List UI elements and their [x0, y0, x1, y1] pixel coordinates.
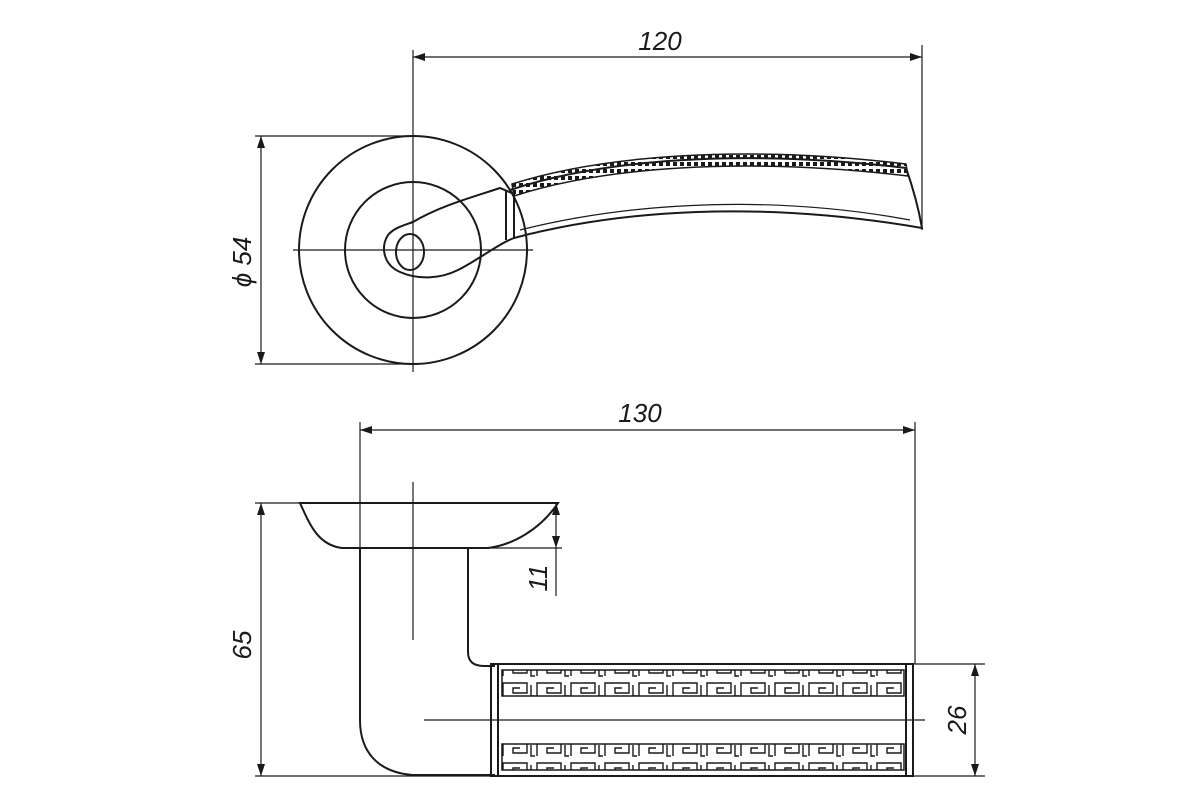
- dim-54-label: ϕ 54: [227, 237, 257, 288]
- dim-130-label: 130: [618, 398, 662, 428]
- handle-neck-elbow: [359, 548, 495, 776]
- rosette-side-profile: [298, 502, 560, 549]
- dim-11-label: 11: [523, 565, 553, 592]
- dim-65-label: 65: [227, 630, 257, 659]
- handle-collar: [383, 186, 515, 279]
- top-view: 120 ϕ 54: [227, 26, 924, 372]
- lever-decor-strip: [511, 153, 909, 197]
- handle-neck-inner: [467, 548, 495, 667]
- grip-upper-greek-band: [501, 669, 905, 697]
- side-view: 130 65 11 26: [227, 398, 985, 777]
- dim-120-label: 120: [638, 26, 682, 56]
- lever-lower-line: [519, 203, 911, 231]
- grip-lower-greek-band: [501, 743, 905, 771]
- collar-hole: [395, 233, 425, 271]
- dim-26-label: 26: [942, 705, 972, 735]
